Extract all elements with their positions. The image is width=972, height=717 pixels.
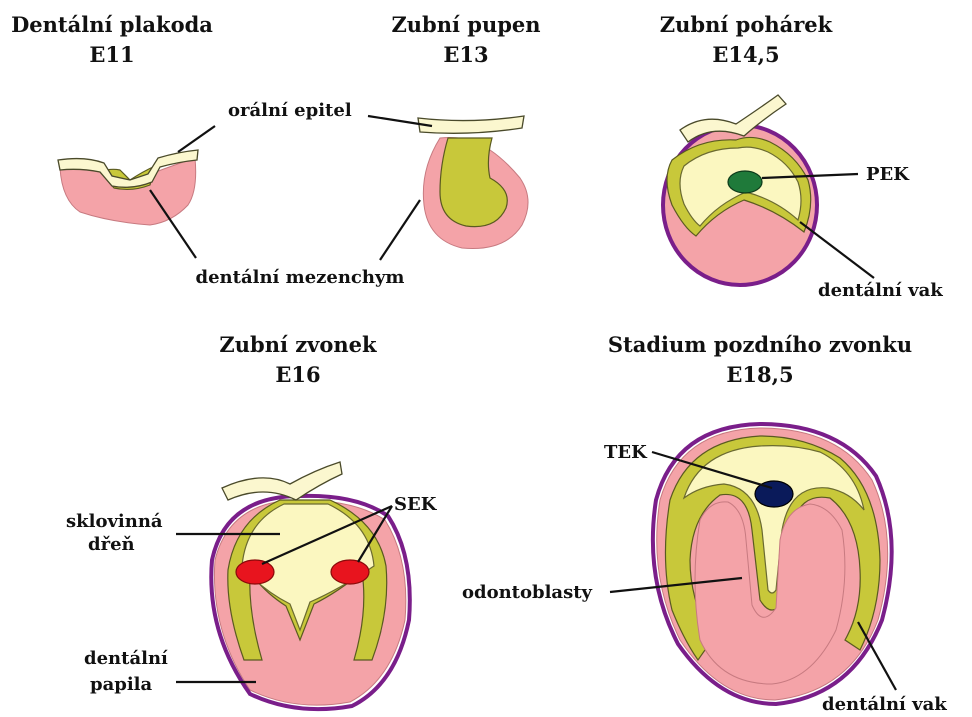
bell-illustration: [211, 462, 410, 709]
leader-mesenchyme-right: [380, 200, 420, 260]
bud-illustration: [418, 116, 528, 249]
cap-illustration: [663, 95, 817, 285]
stage-5-title: Stadium pozdního zvonku: [608, 332, 912, 357]
label-dental-sac-2: dentální vak: [822, 694, 947, 715]
stage-4-age: E16: [275, 362, 320, 387]
label-dental-mesenchyme: dentální mezenchym: [196, 267, 405, 288]
label-oral-epithelium: orální epitel: [228, 100, 352, 121]
sek-knot-left: [236, 560, 274, 584]
stage-2-title: Zubní pupen: [391, 12, 540, 37]
label-stellate-reticulum-1: sklovinná: [66, 511, 163, 532]
stage-4-title: Zubní zvonek: [219, 332, 377, 357]
stage-1-age: E11: [89, 42, 134, 67]
bud-epithelium: [440, 138, 507, 227]
bell-oral-epithelium: [222, 462, 342, 500]
stage-1-title: Dentální plakoda: [11, 12, 213, 37]
label-dental-papilla-1: dentální: [84, 648, 168, 669]
stage-5-age: E18,5: [726, 362, 793, 387]
label-odontoblasts: odontoblasty: [462, 582, 593, 603]
label-tek: TEK: [604, 442, 648, 463]
bud-oral-epithelium: [418, 116, 524, 133]
pek-knot: [728, 171, 762, 193]
label-dental-papilla-2: papila: [90, 674, 153, 695]
late-bell-illustration: [653, 424, 892, 704]
leader-dental-sac-1: [800, 222, 874, 278]
label-sek: SEK: [394, 494, 438, 515]
label-stellate-reticulum-2: dřeň: [88, 534, 135, 555]
stage-2-age: E13: [443, 42, 488, 67]
leader-oral-epithelium-left: [178, 126, 215, 152]
label-dental-sac-1: dentální vak: [818, 280, 943, 301]
stage-3-title: Zubní pohárek: [660, 12, 833, 37]
label-pek: PEK: [866, 164, 910, 185]
stage-3-age: E14,5: [712, 42, 779, 67]
sek-knot-right: [331, 560, 369, 584]
placode-illustration: [58, 150, 198, 225]
